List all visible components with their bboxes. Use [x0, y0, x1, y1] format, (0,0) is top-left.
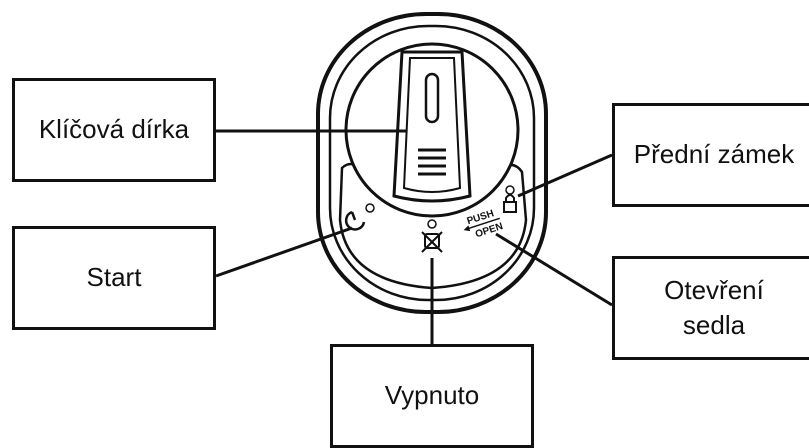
front-lock-label-text: Přední zámek [633, 139, 795, 170]
off-label: Vypnuto [330, 344, 534, 448]
keyhole-label-text: Klíčová dírka [38, 114, 190, 145]
seat-open-label-line1: Otevření [664, 274, 764, 305]
crossed-key-icon [421, 231, 443, 253]
keyhole-slot [424, 72, 440, 124]
seat-open-label: Otevření sedla [612, 256, 809, 360]
front-lock-leader [517, 153, 613, 198]
seat-open-leader [495, 232, 613, 307]
key-grip [392, 50, 472, 203]
start-label: Start [12, 226, 216, 330]
keyhole-label: Klíčová dírka [12, 78, 216, 182]
front-lock-label: Přední zámek [612, 103, 809, 207]
off-dot [427, 219, 437, 229]
leader-lines [215, 129, 613, 346]
start-label-text: Start [86, 262, 142, 293]
ignition-switch [316, 12, 548, 314]
padlock-icon [503, 194, 517, 213]
seat-open-label-line2: sedla [682, 310, 746, 340]
start-leader [215, 226, 353, 278]
start-dot [365, 203, 375, 213]
off-label-text: Vypnuto [384, 380, 480, 411]
